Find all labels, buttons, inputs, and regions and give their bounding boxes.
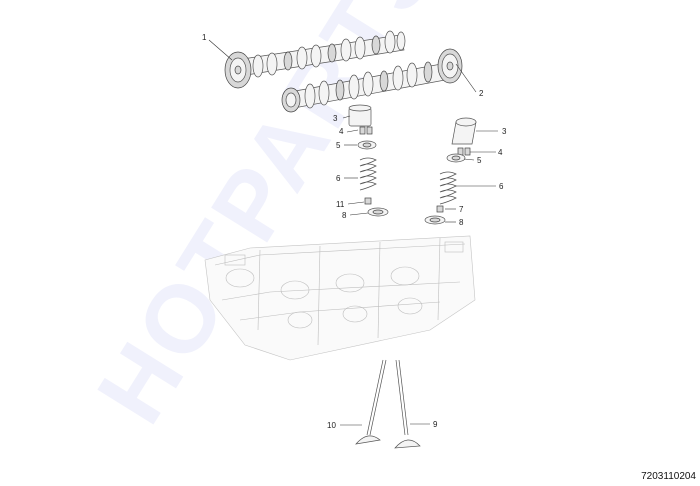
leader-lines	[208, 39, 498, 426]
valve-keepers-left[interactable]	[359, 126, 373, 135]
callouts: 1 2 3 4 5 6 11 8 3 4 5 6 7 8 10 9	[202, 33, 507, 430]
callout-1: 1	[202, 33, 207, 42]
callout-5-right: 5	[477, 156, 482, 165]
callout-3-left: 3	[333, 114, 338, 123]
callout-4-right: 4	[498, 148, 503, 157]
valve-9[interactable]	[394, 359, 421, 449]
callout-10: 10	[327, 421, 336, 430]
callout-8-right: 8	[459, 218, 464, 227]
diagram-reference-number: 7203110204	[641, 471, 696, 482]
callout-9: 9	[433, 420, 438, 429]
callout-4-left: 4	[339, 127, 344, 136]
valve-stem-seal-right[interactable]	[436, 205, 444, 213]
valve-keepers-right[interactable]	[457, 147, 471, 156]
spring-seat-right[interactable]	[424, 215, 446, 225]
tappet-left[interactable]	[348, 104, 372, 127]
cylinder-head-ghost	[204, 235, 476, 361]
callout-8-left: 8	[342, 211, 347, 220]
callout-6-right: 6	[499, 182, 504, 191]
tappet-right[interactable]	[451, 117, 477, 145]
valve-spring-left[interactable]	[359, 157, 377, 191]
spring-retainer-right[interactable]	[446, 153, 466, 163]
spring-seat-left[interactable]	[367, 207, 389, 217]
camshaft-upper[interactable]	[224, 30, 406, 89]
callout-5-left: 5	[336, 141, 341, 150]
valve-spring-right[interactable]	[439, 171, 457, 205]
spring-retainer-left[interactable]	[357, 140, 377, 150]
callout-2: 2	[479, 89, 484, 98]
callout-11: 11	[336, 200, 345, 209]
callout-7: 7	[459, 205, 464, 214]
callout-6-left: 6	[336, 174, 341, 183]
valve-10[interactable]	[355, 359, 387, 445]
camshaft-lower[interactable]	[281, 48, 463, 113]
valve-stem-seal-left[interactable]	[364, 197, 372, 205]
callout-3-right: 3	[502, 127, 507, 136]
